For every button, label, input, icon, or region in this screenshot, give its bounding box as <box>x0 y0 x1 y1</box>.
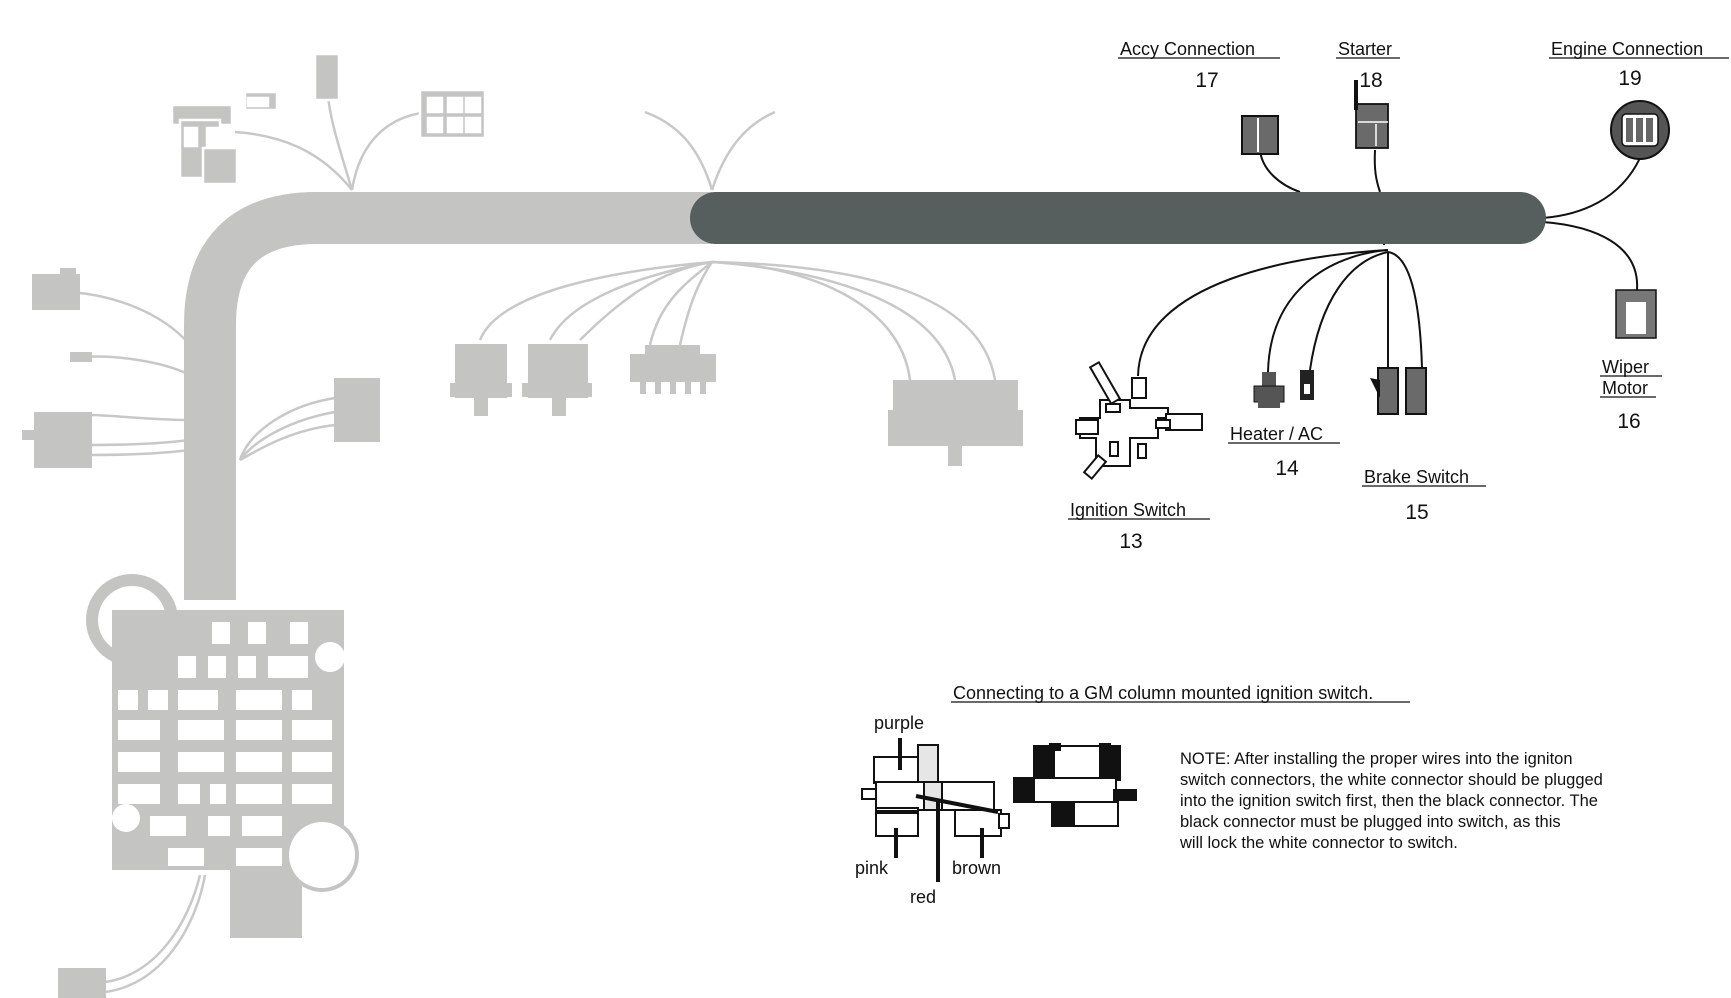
greyed-mid-connectors <box>450 344 1023 466</box>
label-engine: Engine Connection 19 <box>1549 39 1729 90</box>
engine-connector-19 <box>1610 100 1670 160</box>
engine-connection-label: Engine Connection <box>1551 39 1703 59</box>
label-brake: Brake Switch 15 <box>1362 467 1486 524</box>
ignition-switch-label: Ignition Switch <box>1070 500 1186 520</box>
fuse-slots <box>118 622 332 866</box>
accy-connection-number: 17 <box>1195 69 1218 92</box>
label-ignition: Ignition Switch 13 <box>1068 500 1210 553</box>
starter-number: 18 <box>1359 69 1382 92</box>
inset-title: Connecting to a GM column mounted igniti… <box>953 683 1373 703</box>
heater-ac-number: 14 <box>1275 457 1299 480</box>
greyed-harness <box>22 52 1023 998</box>
white-connector <box>861 744 1010 837</box>
greyed-wires <box>69 94 997 994</box>
wiper-label-line2: Motor <box>1602 378 1648 398</box>
label-wiper: Wiper Motor 16 <box>1600 357 1662 433</box>
active-wires <box>1137 149 1641 377</box>
black-connector <box>1013 743 1137 827</box>
note-line-2: switch connectors, the white connector s… <box>1180 771 1603 789</box>
note-line-1: NOTE: After installing the proper wires … <box>1180 750 1573 768</box>
inset-note: NOTE: After installing the proper wires … <box>1179 750 1603 852</box>
gm-column-inset: Connecting to a GM column mounted igniti… <box>855 683 1603 907</box>
greyed-relay-cluster <box>170 52 487 186</box>
brake-connectors-15 <box>1370 367 1427 415</box>
brake-switch-number: 15 <box>1405 501 1428 524</box>
note-line-3: into the ignition switch first, then the… <box>1180 792 1598 810</box>
wire-label-purple: purple <box>874 713 924 733</box>
active-trunk <box>690 192 1546 244</box>
ignition-switch-connector-13 <box>1075 360 1203 481</box>
greyed-trunk <box>184 192 712 600</box>
note-line-5: will lock the white connector to switch. <box>1179 834 1458 852</box>
heater-ac-label: Heater / AC <box>1230 424 1323 444</box>
starter-connector-18 <box>1354 80 1389 149</box>
wiper-connector-16 <box>1615 289 1657 339</box>
active-harness <box>690 149 1641 377</box>
label-heater: Heater / AC 14 <box>1228 424 1340 480</box>
wire-label-red: red <box>910 887 936 907</box>
label-accy: Accy Connection 17 <box>1118 39 1280 92</box>
brake-switch-label: Brake Switch <box>1364 467 1469 487</box>
accy-connector-17 <box>1241 115 1279 155</box>
wire-label-brown: brown <box>952 858 1001 878</box>
inset-wires <box>876 738 999 882</box>
label-starter: Starter 18 <box>1336 39 1400 92</box>
starter-label: Starter <box>1338 39 1392 59</box>
wire-label-pink: pink <box>855 858 889 878</box>
wiper-label-line1: Wiper <box>1602 357 1649 377</box>
greyed-left-connectors <box>22 268 380 998</box>
accy-connection-label: Accy Connection <box>1120 39 1255 59</box>
note-line-4: black connector must be plugged into swi… <box>1180 813 1561 831</box>
ignition-switch-number: 13 <box>1119 530 1142 553</box>
engine-connection-number: 19 <box>1618 67 1641 90</box>
heater-connectors-14 <box>1253 370 1314 408</box>
wiper-number: 16 <box>1617 410 1640 433</box>
greyed-fuse-block <box>86 574 359 938</box>
